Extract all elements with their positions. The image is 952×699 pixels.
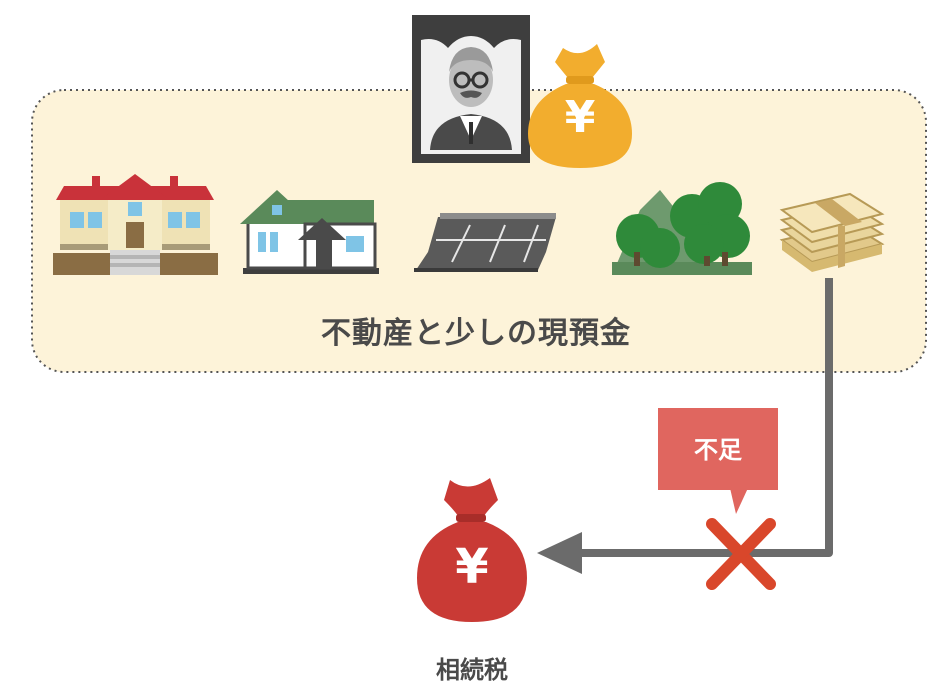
tax-money-bag-icon: [417, 478, 527, 622]
shortage-callout: [658, 408, 778, 514]
tax-bag-yen-symbol: ¥: [455, 539, 489, 595]
shortage-label: 不足: [694, 436, 742, 464]
money-bag-yen-symbol: ¥: [564, 92, 596, 143]
assets-label: 不動産と少しの現預金: [321, 316, 631, 351]
mansion-icon: [53, 174, 218, 275]
flow-line: [575, 278, 833, 557]
inheritance-tax-label: 相続税: [436, 656, 508, 684]
money-bag-icon: [528, 44, 632, 168]
cash-bundle-icon: [779, 192, 885, 272]
parking-lot-icon: [414, 213, 556, 272]
arrow-left-icon: [537, 532, 582, 574]
cross-mark-icon: [706, 518, 776, 590]
house-icon: [240, 190, 379, 274]
deceased-portrait-icon: [412, 15, 530, 163]
forest-land-icon: [612, 182, 752, 275]
